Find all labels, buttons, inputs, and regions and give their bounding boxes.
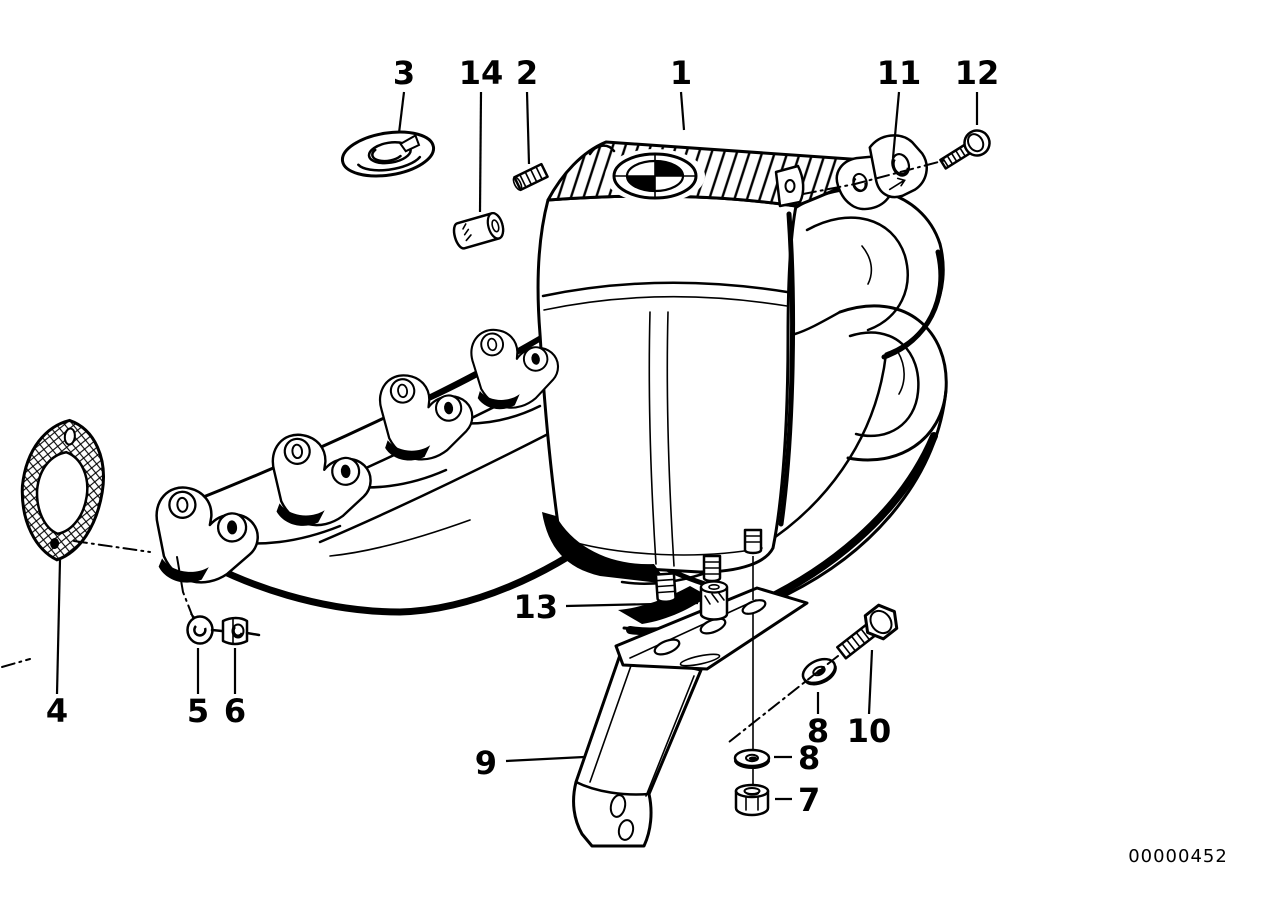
clamp-bracket (835, 134, 928, 211)
callout-label-6: 6 (224, 692, 246, 730)
support-bracket (572, 586, 809, 848)
callout-leader-2 (525, 91, 531, 165)
hex-nut (734, 783, 770, 817)
callout-label-11: 11 (877, 54, 922, 92)
bracket-fasteners (733, 603, 899, 817)
callout-label-12: 12 (955, 54, 1000, 92)
hex-nut (221, 616, 261, 646)
cover-cap (340, 130, 436, 178)
callout-label-9: 9 (475, 744, 497, 782)
callout-label-4: 4 (46, 692, 68, 730)
stud-bolt (512, 162, 549, 192)
callout-leader-14 (478, 91, 483, 213)
hex-bolt-small (939, 129, 991, 170)
callout-label-1: 1 (670, 54, 692, 92)
bmw-roundel (612, 152, 698, 200)
callout-label-8: 8 (798, 739, 820, 777)
callout-leader-13 (565, 601, 699, 608)
callout-leader-1 (679, 91, 686, 131)
callout-leader-3 (397, 91, 406, 134)
spacer-bush (699, 580, 729, 621)
manifold-gasket (20, 418, 105, 562)
callout-label-3: 3 (393, 54, 415, 92)
runner-flanges (152, 318, 566, 587)
callout-leader-9 (505, 755, 585, 763)
callout-label-13: 13 (513, 588, 558, 626)
callout-label-14: 14 (459, 54, 504, 92)
callout-label-5: 5 (187, 692, 209, 730)
assembly-axis-lines (1, 159, 947, 743)
callout-label-10: 10 (847, 712, 892, 750)
callout-label-7: 7 (798, 781, 820, 819)
callout-leader-4 (55, 559, 62, 695)
callout-leader-10 (867, 649, 874, 715)
bolt (836, 603, 899, 660)
callout-label-8: 8 (807, 712, 829, 750)
flange-fasteners (186, 613, 261, 646)
loose-parts (340, 129, 991, 250)
callout-leader-11 (891, 91, 901, 159)
plenum-chamber (536, 140, 895, 624)
callout-label-2: 2 (516, 54, 538, 92)
washer (733, 748, 771, 769)
diagram-id-number: 00000452 (1128, 846, 1228, 867)
sleeve (452, 212, 505, 250)
mounting-studs (654, 528, 763, 788)
